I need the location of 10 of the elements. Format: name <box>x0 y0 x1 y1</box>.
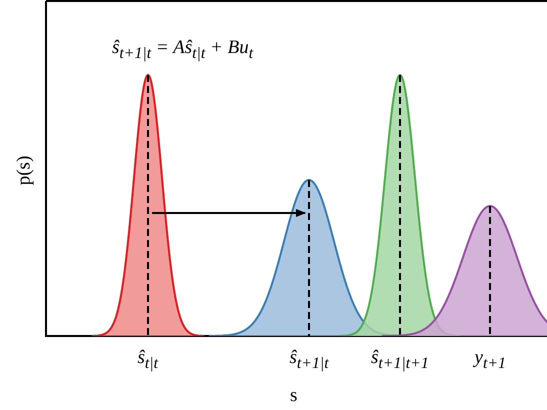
axis-title: s <box>290 386 298 405</box>
mean-label: ŝ$_{t+1|t+1}$ <box>371 348 429 372</box>
bell-curve <box>92 74 204 336</box>
bell-curve <box>382 205 547 336</box>
axis-title: p(s) <box>14 155 34 185</box>
mean-label: ŝ$_{t+1|t}$ <box>290 348 329 372</box>
arrow <box>152 209 306 217</box>
mean-label: y$_{t+1}$ <box>474 348 506 372</box>
mean-label: ŝ$_{t|t}$ <box>138 348 158 372</box>
equation: ŝ$_{t+1|t}$ = Aŝ$_{t|t}$ + Bu$_{t}$ <box>112 38 254 62</box>
